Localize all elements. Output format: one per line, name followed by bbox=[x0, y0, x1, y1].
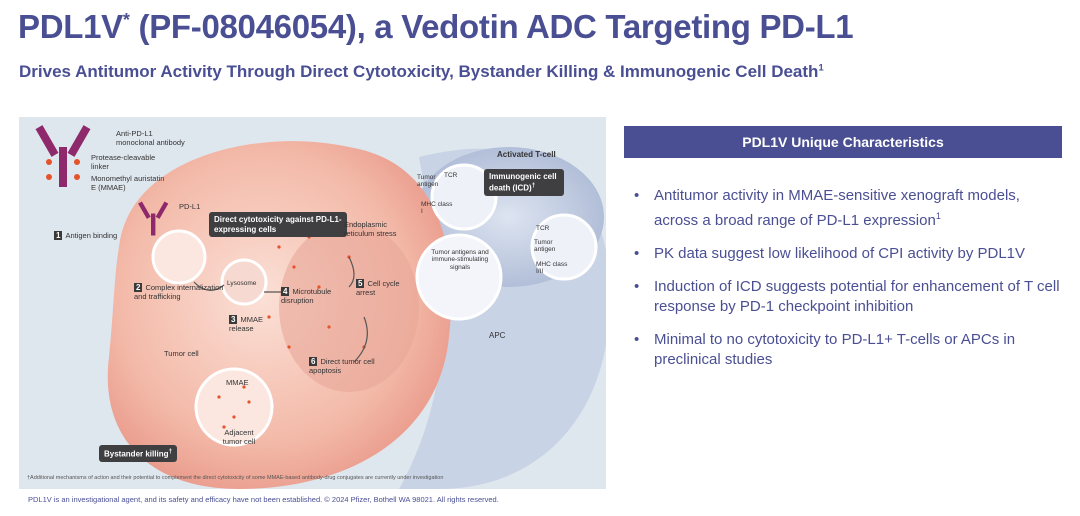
apc-label: APC bbox=[489, 331, 506, 340]
tumor-antigen-label: Tumor antigen bbox=[417, 174, 439, 189]
bound-adc bbox=[138, 201, 169, 236]
apc-circle bbox=[530, 213, 598, 281]
page-title: PDL1V* (PF-08046054), a Vedotin ADC Targ… bbox=[18, 8, 854, 45]
tcr-label: TCR bbox=[444, 172, 458, 179]
icd-box: Immunogenic cell death (ICD)† bbox=[484, 169, 564, 196]
mhc2-label: MHC class I/II bbox=[536, 261, 568, 276]
bystander-box: Bystander killing† bbox=[99, 445, 178, 463]
legend-linker: Protease-cleavable linker bbox=[91, 153, 156, 171]
lysosome-vesicle bbox=[220, 258, 268, 306]
antibody-legend-icon bbox=[35, 125, 91, 187]
nucleus bbox=[279, 222, 419, 392]
legend-antibody: Anti-PD-L1 monoclonal antibody bbox=[116, 129, 185, 147]
icd-circle bbox=[415, 233, 503, 321]
direct-cytotoxicity-box: Direct cytotoxicity against PD-L1-expres… bbox=[209, 212, 347, 238]
copyright-text: PDL1V is an investigational agent, and i… bbox=[28, 495, 499, 504]
pdl1-label: PD-L1 bbox=[179, 202, 201, 211]
bullet-item: Antitumor activity in MMAE-sensitive xen… bbox=[634, 186, 1064, 231]
activated-tcell-label: Activated T-cell bbox=[497, 150, 556, 159]
diagram-artwork bbox=[35, 125, 606, 489]
bullet-item: PK data suggest low likelihood of CPI ac… bbox=[634, 244, 1064, 264]
flow-arrows bbox=[193, 256, 368, 363]
mhc1-label: MHC class I bbox=[421, 201, 453, 216]
figure-footnote: †Additional mechanisms of action and the… bbox=[27, 475, 444, 481]
adjacent-tumor-cell bbox=[194, 367, 274, 447]
er-stress-label: Endoplasmic reticulum stress bbox=[344, 220, 397, 238]
characteristics-header: PDL1V Unique Characteristics bbox=[624, 126, 1062, 158]
tumor-antigen2-label: Tumor antigen bbox=[534, 239, 556, 254]
tumor-cell-label: Tumor cell bbox=[164, 349, 199, 358]
characteristics-list: Antitumor activity in MMAE-sensitive xen… bbox=[634, 186, 1064, 383]
page-subtitle: Drives Antitumor Activity Through Direct… bbox=[19, 62, 824, 81]
lysosome-label: Lysosome bbox=[227, 280, 257, 287]
mechanism-diagram: Anti-PD-L1 monoclonal antibody Protease-… bbox=[19, 117, 606, 489]
bullet-item: Induction of ICD suggests potential for … bbox=[634, 277, 1064, 317]
legend-mmae: Monomethyl auristatin E (MMAE) bbox=[91, 174, 165, 192]
mmae-label: MMAE bbox=[226, 378, 249, 387]
tcr2-label: TCR bbox=[536, 225, 550, 232]
tcell-circle bbox=[430, 163, 498, 231]
tumor-antigens-signals-label: Tumor antigens and immune-stimulating si… bbox=[431, 249, 489, 271]
adjacent-cell-label: Adjacent tumor cell bbox=[222, 428, 256, 446]
internalization-vesicle bbox=[151, 229, 207, 285]
bullet-item: Minimal to no cytotoxicity to PD-L1+ T-c… bbox=[634, 330, 1064, 370]
